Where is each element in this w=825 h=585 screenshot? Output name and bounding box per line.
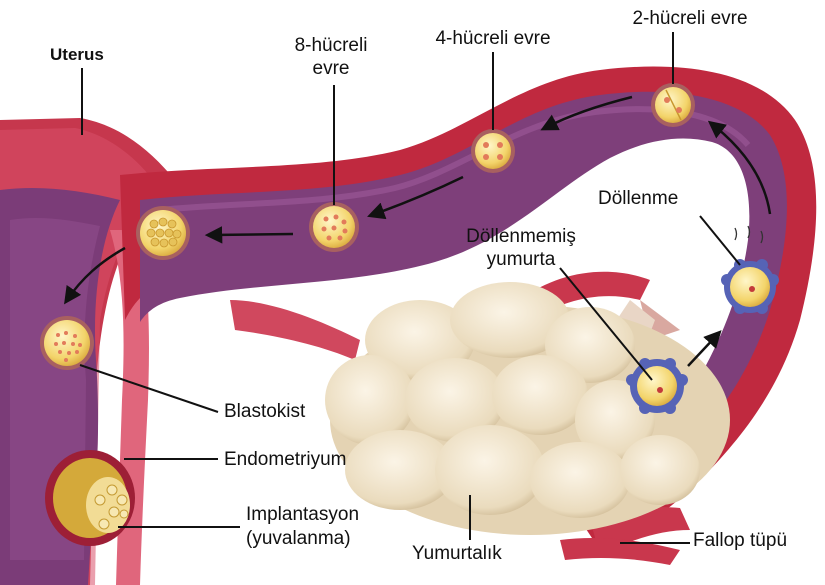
endometrium-label: Endometriyum [224, 449, 347, 471]
arrow-8cell-to-morula [210, 234, 293, 235]
unfertilized-label-line2: yumurta [487, 249, 556, 271]
two-cell-label: 2-hücreli evre [632, 8, 747, 30]
four-cell-stage [471, 129, 515, 173]
implantation-site [45, 450, 135, 546]
four-cell-label: 4-hücreli evre [435, 28, 550, 50]
eight-cell-stage [309, 202, 359, 252]
eight-cell-label-line2: evre [313, 58, 350, 80]
blastocyst-label: Blastokist [224, 401, 305, 423]
leader-fertilization [700, 216, 740, 265]
blastocyst-cell [40, 316, 94, 370]
fertilization-label: Döllenme [598, 188, 678, 210]
implantation-label-line2: (yuvalanma) [246, 528, 351, 550]
implantation-label-line1: Implantasyon [246, 504, 359, 526]
ovarian-ligament [230, 300, 360, 360]
eight-cell-label-line1: 8-hücreli [295, 35, 368, 57]
two-cell-stage [651, 83, 695, 127]
morula-cell [136, 206, 190, 260]
uterus-label: Uterus [50, 44, 104, 66]
unfertilized-label-line1: Döllenmemiş [466, 226, 576, 248]
leader-blastocyst-a [80, 365, 218, 412]
ovary-label: Yumurtalık [412, 543, 502, 565]
fallopian-tube-label: Fallop tüpü [693, 530, 787, 552]
